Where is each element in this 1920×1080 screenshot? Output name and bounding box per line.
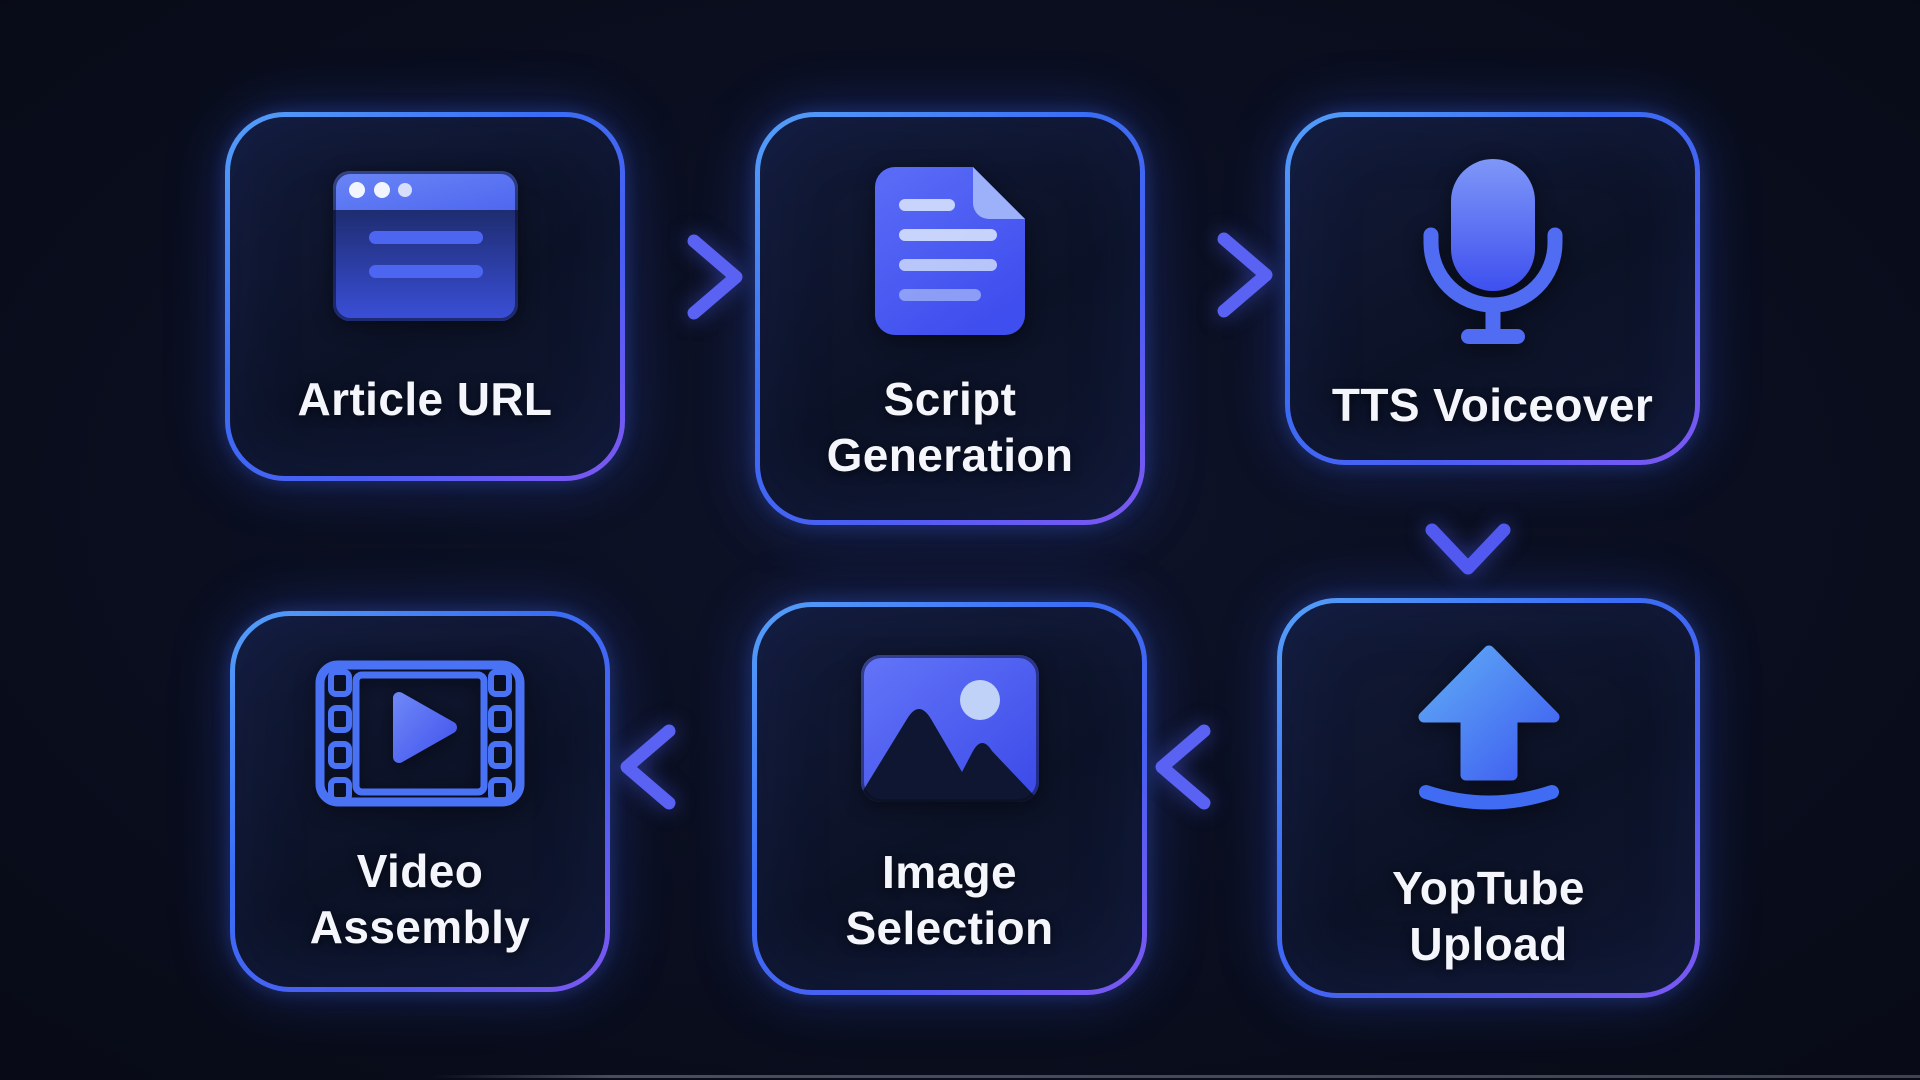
node-image-selection-body: Image Selection bbox=[757, 607, 1142, 990]
microphone-icon bbox=[1423, 159, 1563, 351]
node-label-tts-voiceover: TTS Voiceover bbox=[1331, 379, 1654, 431]
node-article-url: Article URL bbox=[225, 112, 625, 481]
node-yoptube-upload-body: YopTube Upload bbox=[1282, 603, 1695, 993]
arrow-article-to-script-icon bbox=[620, 234, 743, 320]
node-tts-voiceover-body: TTS Voiceover bbox=[1290, 117, 1695, 460]
arrow-tts-to-upload-icon bbox=[1425, 466, 1511, 575]
node-article-url-body: Article URL bbox=[230, 117, 620, 476]
bottom-edge-divider bbox=[430, 1075, 1920, 1078]
node-script-generation-body: Script Generation bbox=[760, 117, 1140, 520]
arrow-image-to-video-icon bbox=[620, 724, 743, 810]
node-yoptube-upload: YopTube Upload bbox=[1277, 598, 1700, 998]
node-label-script-generation: Script Generation bbox=[826, 373, 1074, 482]
arrow-upload-to-image-icon bbox=[1155, 724, 1278, 810]
node-video-assembly: Video Assembly bbox=[230, 611, 610, 992]
node-tts-voiceover: TTS Voiceover bbox=[1285, 112, 1700, 465]
node-label-yoptube-upload: YopTube Upload bbox=[1392, 862, 1585, 971]
document-icon bbox=[875, 167, 1025, 335]
node-image-selection: Image Selection bbox=[752, 602, 1147, 995]
node-video-assembly-body: Video Assembly bbox=[235, 616, 605, 987]
node-label-image-selection: Image Selection bbox=[845, 846, 1054, 955]
browser-window-icon bbox=[332, 171, 518, 321]
upload-arrow-icon bbox=[1414, 645, 1564, 810]
image-icon bbox=[860, 655, 1039, 802]
node-label-article-url: Article URL bbox=[297, 373, 553, 425]
film-strip-icon bbox=[315, 660, 525, 807]
node-label-video-assembly: Video Assembly bbox=[309, 845, 531, 954]
arrow-script-to-tts-icon bbox=[1150, 232, 1273, 318]
node-script-generation: Script Generation bbox=[755, 112, 1145, 525]
